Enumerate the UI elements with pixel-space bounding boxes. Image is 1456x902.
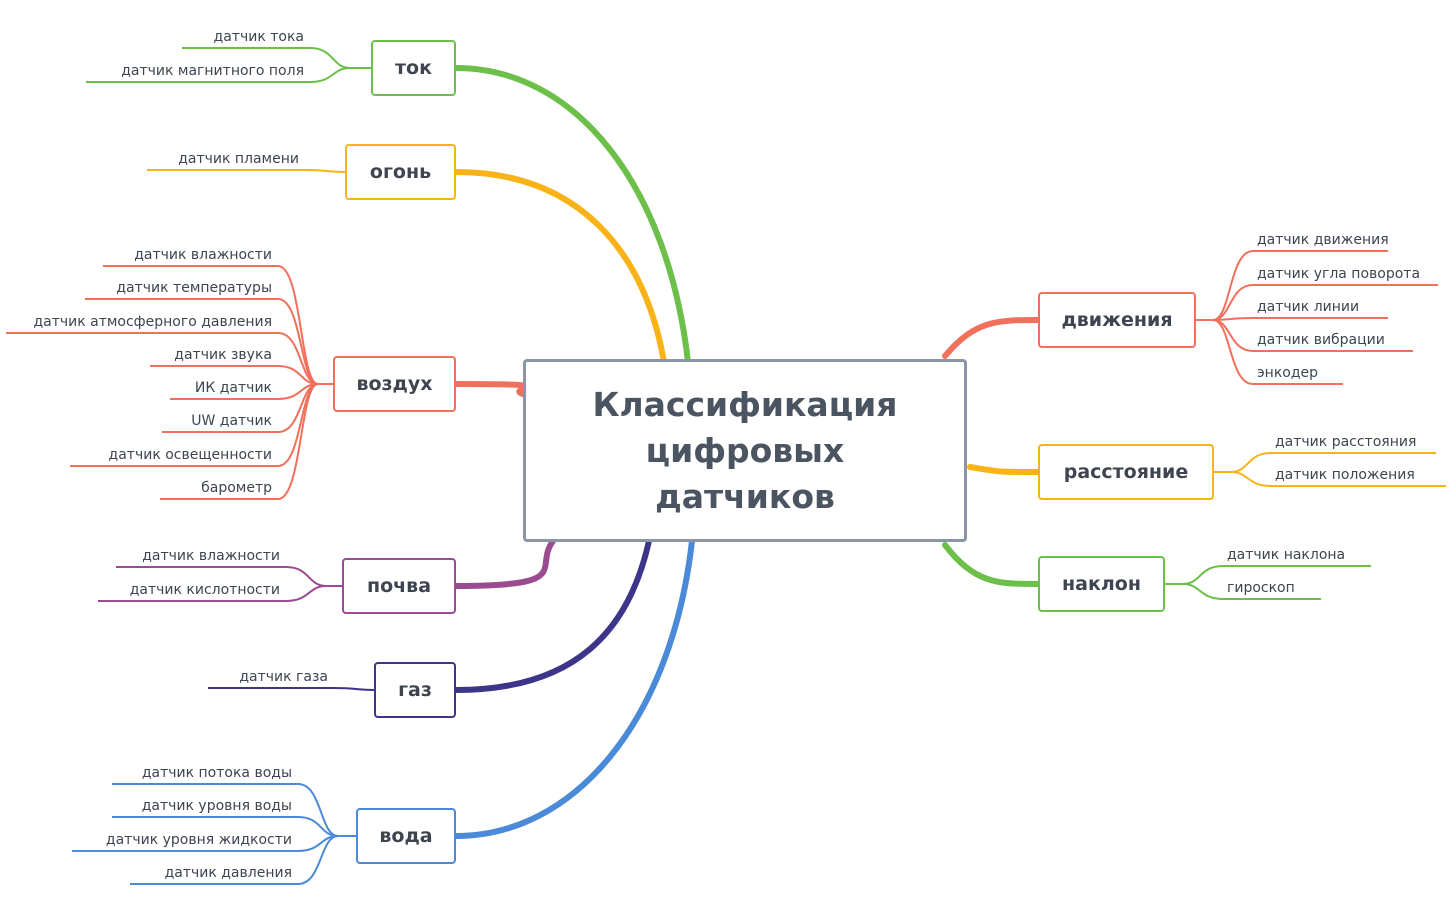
connector-naklon bbox=[942, 542, 1041, 587]
leaf-curve bbox=[277, 298, 319, 385]
branch-label: расстояние bbox=[1063, 461, 1189, 483]
leaf-curve bbox=[297, 835, 339, 885]
leaf-curve bbox=[1212, 284, 1254, 321]
branch-label: движения bbox=[1061, 309, 1173, 331]
leaf-topic[interactable]: датчик положения bbox=[1275, 467, 1415, 483]
connector-tok bbox=[453, 65, 691, 365]
branch-label: огонь bbox=[369, 161, 432, 183]
leaf-curve bbox=[333, 687, 375, 691]
leaf-topic[interactable]: датчик освещенности bbox=[108, 447, 272, 463]
leaf-curve bbox=[1230, 471, 1272, 487]
leaf-curve bbox=[277, 332, 319, 385]
central-topic[interactable]: Классификация цифровых датчиков bbox=[523, 359, 967, 542]
branch-label: воздух bbox=[356, 373, 433, 395]
leaf-topic[interactable]: датчик кислотности bbox=[129, 582, 280, 598]
leaf-topic[interactable]: UW датчик bbox=[191, 413, 272, 429]
branch-node-voda[interactable]: вода bbox=[356, 808, 456, 864]
leaf-topic[interactable]: датчик наклона bbox=[1227, 547, 1346, 563]
connector-dvizh bbox=[942, 317, 1041, 359]
branch-node-naklon[interactable]: наклон bbox=[1038, 556, 1165, 612]
leaf-curve bbox=[1212, 319, 1254, 385]
branch-label: ток bbox=[395, 57, 432, 79]
branch-label: газ bbox=[398, 679, 432, 701]
leaf-topic[interactable]: датчик вибрации bbox=[1257, 332, 1385, 348]
branch-node-gaz[interactable]: газ bbox=[374, 662, 456, 718]
leaf-topic[interactable]: датчик тока bbox=[213, 29, 304, 45]
connector-pochva bbox=[453, 538, 556, 589]
connector-ogon bbox=[453, 169, 667, 365]
branch-node-vozdukh[interactable]: воздух bbox=[333, 356, 456, 412]
leaf-curve bbox=[309, 67, 351, 83]
leaf-topic[interactable]: энкодер bbox=[1257, 365, 1319, 381]
connector-vozdukh bbox=[453, 381, 530, 397]
leaf-curve bbox=[285, 566, 327, 587]
leaf-curve bbox=[1182, 565, 1224, 585]
branch-node-dvizh[interactable]: движения bbox=[1038, 292, 1196, 348]
connector-voda bbox=[453, 538, 695, 839]
leaf-topic[interactable]: датчик пламени bbox=[178, 151, 299, 167]
leaf-curve bbox=[309, 47, 351, 69]
leaf-topic[interactable]: датчик влажности bbox=[134, 247, 272, 263]
leaf-topic[interactable]: датчик влажности bbox=[142, 548, 280, 564]
leaf-curve bbox=[304, 169, 346, 173]
leaf-topic[interactable]: гироскоп bbox=[1227, 580, 1295, 596]
leaf-topic[interactable]: датчик потока воды bbox=[141, 765, 292, 781]
leaf-topic[interactable]: датчик температуры bbox=[116, 280, 272, 296]
connector-rasst bbox=[967, 464, 1041, 475]
leaf-topic[interactable]: ИК датчик bbox=[194, 380, 272, 396]
leaf-curve bbox=[1182, 583, 1224, 600]
leaf-topic[interactable]: датчик уровня воды bbox=[141, 798, 292, 814]
leaf-topic[interactable]: датчик расстояния bbox=[1275, 434, 1417, 450]
leaf-topic[interactable]: датчик давления bbox=[164, 865, 292, 881]
leaf-curve bbox=[1212, 250, 1254, 321]
leaf-curve bbox=[297, 783, 339, 837]
leaf-topic[interactable]: датчик атмосферного давления bbox=[33, 314, 272, 330]
leaf-curve bbox=[285, 585, 327, 602]
leaf-topic[interactable]: датчик магнитного поля bbox=[121, 63, 304, 79]
leaf-topic[interactable]: датчик движения bbox=[1257, 232, 1389, 248]
branch-node-tok[interactable]: ток bbox=[371, 40, 456, 96]
leaf-curve bbox=[1230, 452, 1272, 473]
leaf-topic[interactable]: датчик линии bbox=[1257, 299, 1360, 315]
branch-label: наклон bbox=[1062, 573, 1141, 595]
branch-node-ogon[interactable]: огонь bbox=[345, 144, 456, 200]
branch-label: вода bbox=[379, 825, 433, 847]
central-topic-title: Классификация цифровых датчиков bbox=[592, 384, 898, 516]
leaf-topic[interactable]: датчик угла поворота bbox=[1257, 266, 1421, 282]
leaf-topic[interactable]: датчик уровня жидкости bbox=[105, 832, 292, 848]
branch-node-rasst[interactable]: расстояние bbox=[1038, 444, 1214, 500]
leaf-topic[interactable]: датчик газа bbox=[239, 669, 328, 685]
branch-node-pochva[interactable]: почва bbox=[342, 558, 456, 614]
connector-gaz bbox=[453, 538, 652, 693]
branch-label: почва bbox=[366, 575, 432, 597]
leaf-topic[interactable]: датчик звука bbox=[174, 347, 272, 363]
leaf-curve bbox=[1212, 319, 1254, 352]
leaf-topic[interactable]: барометр bbox=[201, 480, 272, 496]
leaf-curve bbox=[277, 383, 319, 500]
